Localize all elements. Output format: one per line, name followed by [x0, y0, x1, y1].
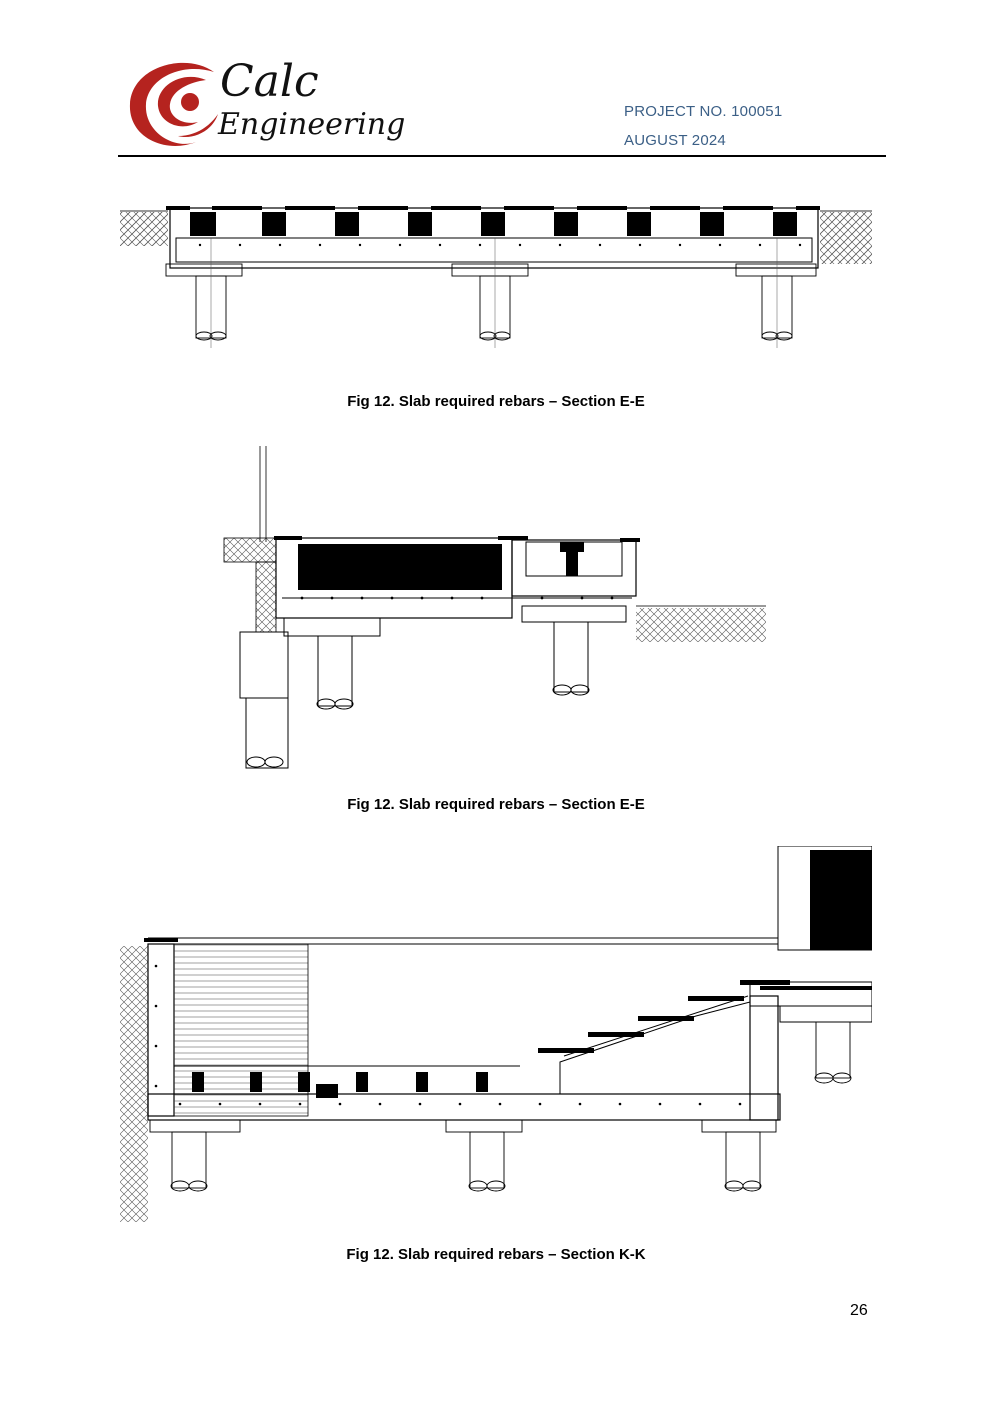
project-date: AUGUST 2024 — [624, 132, 726, 149]
header-divider — [118, 155, 886, 157]
project-number: PROJECT NO. 100051 — [624, 103, 783, 120]
figure-caption-3: Fig 12. Slab required rebars – Section K… — [346, 1246, 646, 1263]
figure-caption-2: Fig 12. Slab required rebars – Section E… — [347, 796, 645, 813]
logo-swirl-icon — [129, 62, 218, 146]
company-logo — [129, 62, 218, 146]
page-number: 26 — [850, 1302, 868, 1319]
drawing-section-2 — [223, 446, 766, 769]
drawing-section-3 — [120, 846, 872, 1222]
logo-text-engineering: Engineering — [218, 107, 406, 142]
figure-caption-1: Fig 12. Slab required rebars – Section E… — [347, 393, 645, 410]
drawing-section-1 — [120, 206, 872, 348]
logo-text-calc: Calc — [220, 56, 319, 107]
